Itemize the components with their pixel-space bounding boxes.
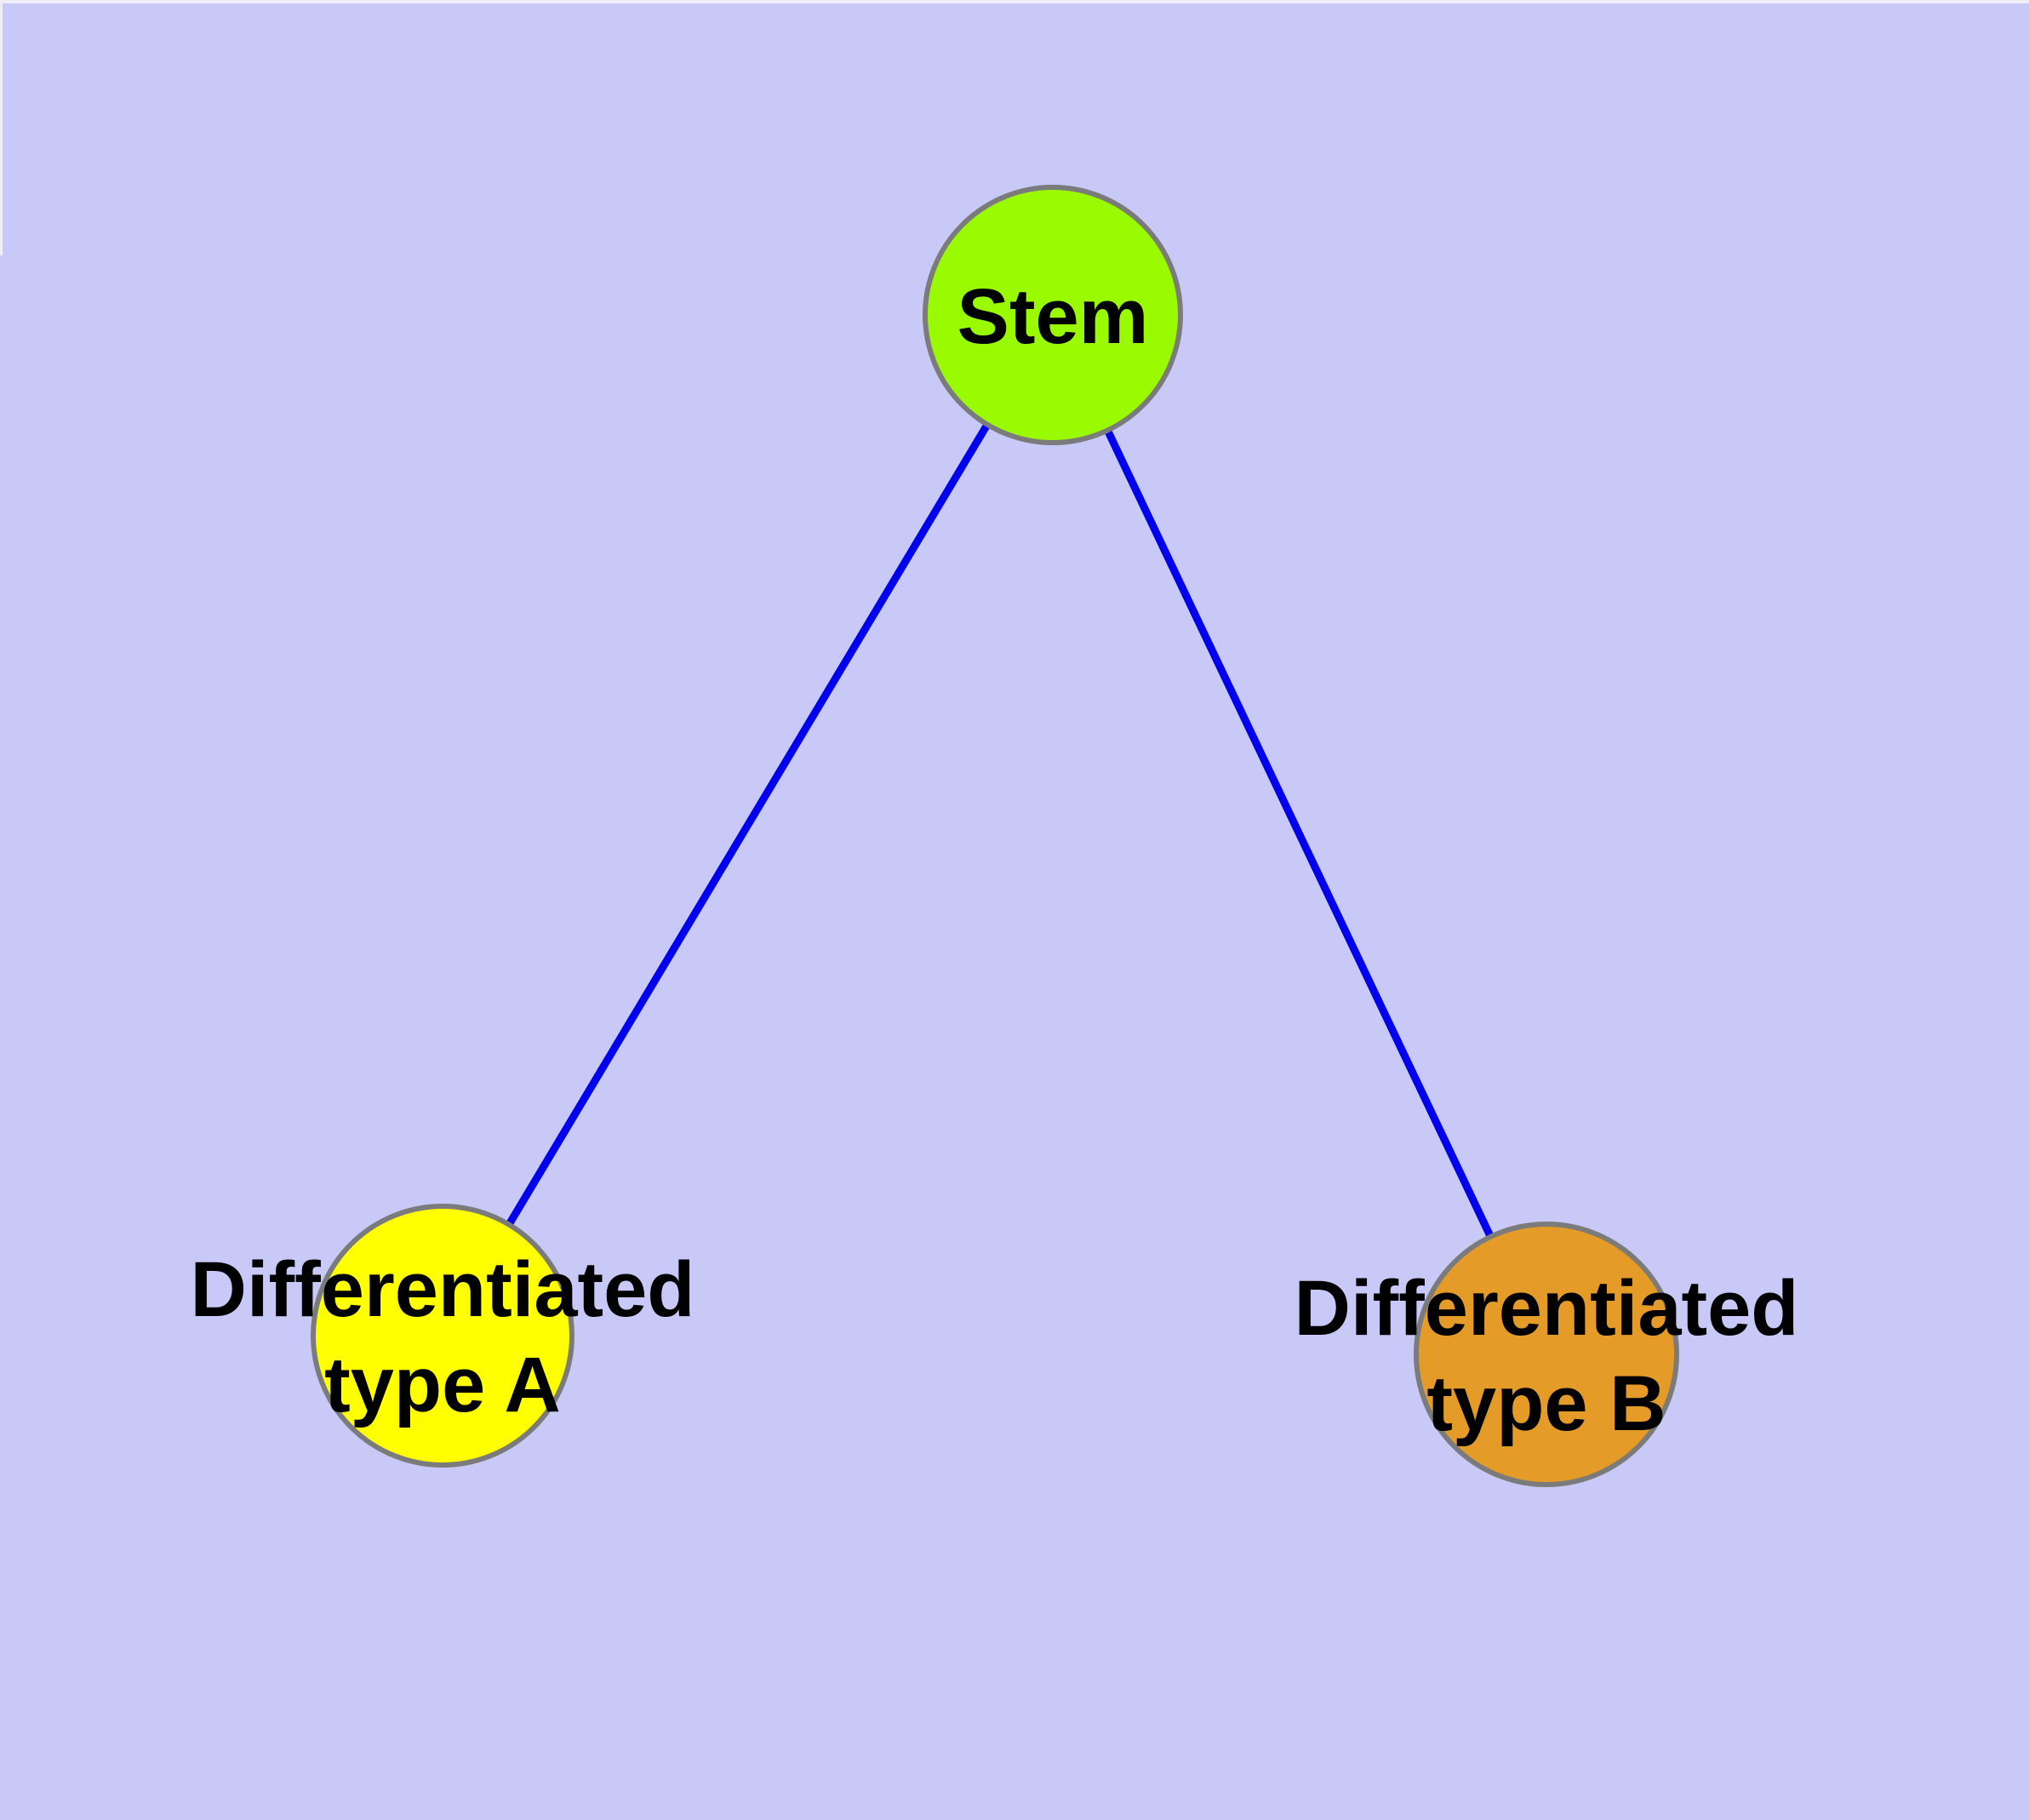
node-differentiated-type-a-label: Differentiated type A	[191, 1246, 695, 1428]
window-frame-top-strip	[0, 0, 2029, 3]
node-stem: Stem	[923, 185, 1183, 445]
edge-stem-to-differentiated-type-b	[1049, 313, 1551, 1356]
node-differentiated-type-a-label-line-2: type A	[324, 1342, 561, 1428]
node-differentiated-type-a-circle	[311, 1204, 574, 1468]
edge-stem-to-differentiated-type-a	[439, 312, 1056, 1338]
window-frame-left-strip	[0, 0, 3, 255]
node-differentiated-type-a-label-line-1: Differentiated	[191, 1246, 695, 1333]
node-stem-label-line-1: Stem	[957, 273, 1149, 360]
node-differentiated-type-b-label-line-1: Differentiated	[1295, 1265, 1799, 1352]
node-differentiated-type-b-label-line-2: type B	[1426, 1360, 1666, 1447]
node-stem-circle	[923, 185, 1183, 445]
node-differentiated-type-a: Differentiated type A	[191, 1204, 695, 1468]
node-stem-label: Stem	[957, 273, 1149, 360]
node-differentiated-type-b-circle	[1414, 1222, 1679, 1487]
edges-layer	[439, 312, 1551, 1356]
